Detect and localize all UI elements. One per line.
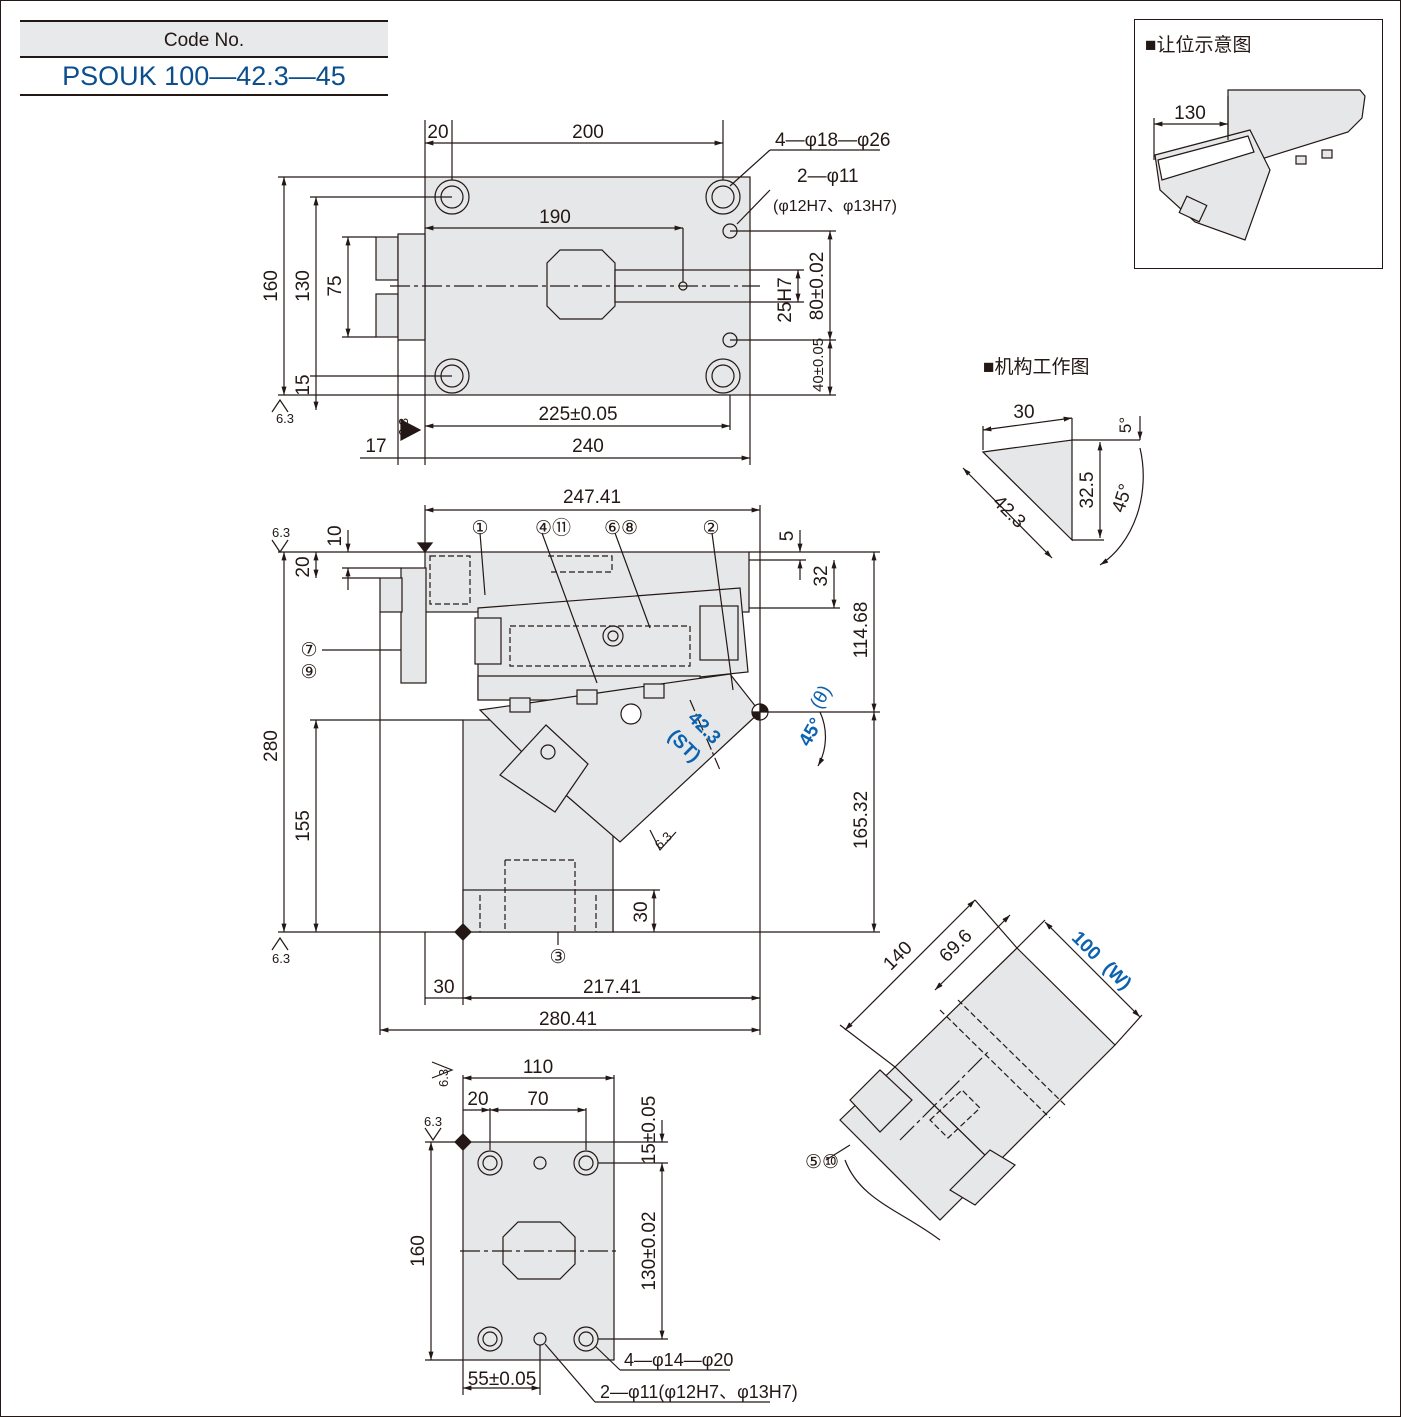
part-label-4-11: ④⑪ xyxy=(535,517,571,539)
part-label-9: ⑨ xyxy=(300,662,317,683)
mech-dim-top: 30 xyxy=(1013,402,1034,423)
top-dim-75: 75 xyxy=(325,275,346,296)
code-rule-mid xyxy=(20,56,388,58)
bottom-hole-note-1: 4—φ14—φ20 xyxy=(624,1350,733,1370)
code-value: PSOUK 100—42.3—45 xyxy=(62,61,346,91)
inset-title: ■让位示意图 xyxy=(1145,35,1252,56)
mech-dim-height: 32.5 xyxy=(1077,472,1098,509)
front-dim-114: 114.68 xyxy=(851,602,872,659)
mech-dim-angle: 45° xyxy=(1108,481,1137,515)
bottom-dim-20: 20 xyxy=(467,1089,488,1110)
front-dim-5: 5 xyxy=(777,531,798,542)
iso-dim-69: 69.6 xyxy=(936,926,977,967)
bottom-dim-55: 55±0.05 xyxy=(468,1369,537,1390)
bottom-roughness-1: 6.3 xyxy=(436,1069,451,1087)
front-dim-280: 280 xyxy=(261,730,282,762)
iso-dim-140: 140 xyxy=(879,937,916,974)
top-dim-17: 17 xyxy=(365,436,386,457)
inset-drawing xyxy=(1153,89,1366,241)
top-dim-200: 200 xyxy=(572,122,604,143)
top-dim-190: 190 xyxy=(539,207,571,228)
part-label-5-10: ⑤⑩ xyxy=(805,1152,839,1173)
part-label-7: ⑦ xyxy=(300,640,317,661)
top-dim-15: 15 xyxy=(293,374,314,395)
front-dim-155: 155 xyxy=(293,810,314,842)
front-roughness-3: 6.3 xyxy=(652,829,675,852)
bottom-dim-130: 130±0.02 xyxy=(639,1211,660,1290)
iso-dim-100-w: (W) xyxy=(1099,958,1135,994)
front-dim-30-vertical: 30 xyxy=(631,901,652,922)
mech-dim-diagonal: 42.3 xyxy=(988,492,1029,533)
mech-dim-angle-small: 5° xyxy=(1116,417,1135,433)
clearance-inset: ■让位示意图 xyxy=(1134,19,1383,269)
front-roughness-2: 6.3 xyxy=(272,951,290,966)
code-label: Code No. xyxy=(20,22,388,56)
bottom-dim-110: 110 xyxy=(523,1057,553,1078)
iso-dim-100: 100 xyxy=(1067,927,1104,964)
bottom-dim-70: 70 xyxy=(527,1089,548,1110)
part-label-6-8: ⑥⑧ xyxy=(604,518,638,539)
top-dim-25h7: 25H7 xyxy=(775,277,796,322)
mechanism-diagram xyxy=(962,416,1144,566)
top-dim-40: 40±0.05 xyxy=(810,338,827,392)
top-hole-note-1: 4—φ18—φ26 xyxy=(775,130,890,151)
front-dim-217: 217.41 xyxy=(583,977,641,998)
mechanism-title: ■机构工作图 xyxy=(983,357,1090,378)
top-dim-80: 80±0.02 xyxy=(807,252,828,321)
front-dim-247: 247.41 xyxy=(563,487,621,508)
front-dim-32: 32 xyxy=(811,565,832,586)
top-hole-note-3: (φ12H7、φ13H7) xyxy=(773,198,897,215)
top-dim-160: 160 xyxy=(261,270,282,302)
bottom-hole-note-2: 2—φ11(φ12H7、φ13H7) xyxy=(600,1382,798,1402)
top-dim-130: 130 xyxy=(293,270,314,302)
top-dim-20: 20 xyxy=(427,122,448,143)
top-dim-225: 225±0.05 xyxy=(538,404,617,425)
inset-dim: 130 xyxy=(1174,103,1206,124)
front-view xyxy=(271,505,880,1035)
front-angle-label: (θ) xyxy=(806,682,836,713)
bottom-roughness-2: 6.3 xyxy=(424,1114,442,1129)
code-rule-top xyxy=(20,20,388,22)
code-number-box: Code No. PSOUK 100—42.3—45 xyxy=(20,20,388,96)
top-hole-note-2: 2—φ11 xyxy=(797,166,859,187)
front-dim-10: 10 xyxy=(325,525,346,546)
front-roughness-1: 6.3 xyxy=(272,525,290,540)
part-label-2: ② xyxy=(702,518,719,539)
part-label-3: ③ xyxy=(549,947,566,968)
bottom-dim-15: 15±0.05 xyxy=(639,1096,660,1165)
front-dim-20: 20 xyxy=(293,556,314,577)
front-dim-280-horizontal: 280.41 xyxy=(539,1009,597,1030)
part-label-1: ① xyxy=(471,518,488,539)
code-rule-bottom xyxy=(20,94,388,96)
top-view xyxy=(271,120,880,465)
isometric-view xyxy=(825,899,1143,1241)
bottom-view xyxy=(424,1061,770,1403)
bottom-dim-160: 160 xyxy=(408,1235,429,1267)
top-dim-240: 240 xyxy=(572,436,604,457)
front-dim-165: 165.32 xyxy=(851,791,872,849)
top-roughness-1: 6.3 xyxy=(276,411,294,426)
front-dim-30-horizontal: 30 xyxy=(433,977,454,998)
top-roughness-2: 6.3 xyxy=(396,418,411,436)
